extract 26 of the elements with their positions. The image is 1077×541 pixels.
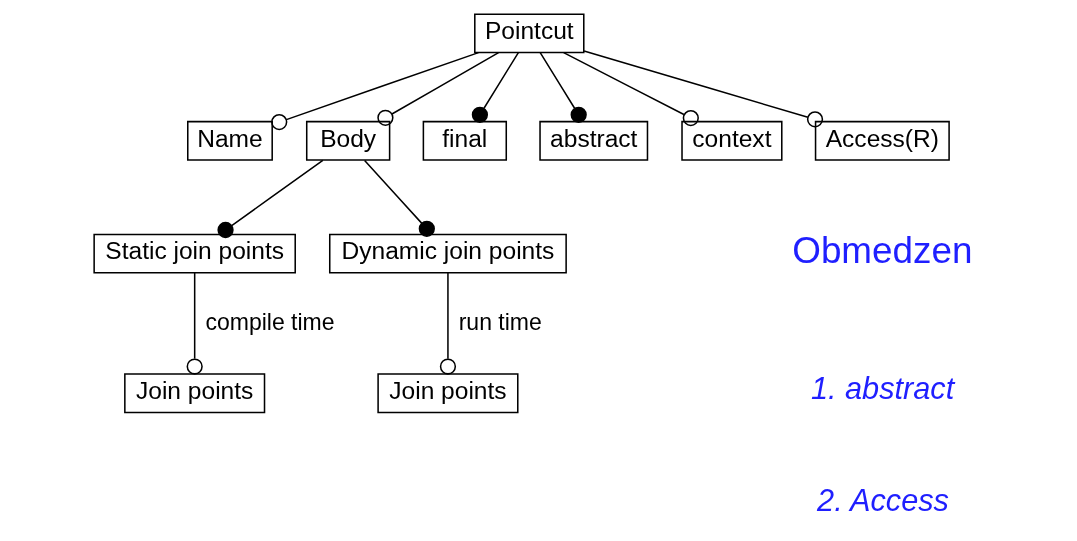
label: 2. Access bbox=[817, 483, 949, 519]
node-box: Name bbox=[187, 120, 273, 161]
connector bbox=[377, 51, 500, 126]
connector bbox=[439, 272, 457, 375]
edge-label: compile time bbox=[205, 309, 335, 336]
node-box: Access(R) bbox=[814, 120, 950, 161]
label: Obmedzen bbox=[792, 230, 973, 272]
node-box: Join points bbox=[124, 373, 266, 414]
connector bbox=[217, 159, 324, 239]
node-box: Dynamic join points bbox=[329, 233, 567, 274]
node-box: abstract bbox=[539, 120, 649, 161]
node-box: Body bbox=[305, 120, 391, 161]
connector bbox=[186, 272, 203, 375]
connector bbox=[562, 51, 699, 127]
connector bbox=[583, 50, 824, 128]
node-box: context bbox=[681, 120, 783, 161]
node-box: Join points bbox=[377, 373, 519, 414]
connector bbox=[363, 159, 435, 237]
connector bbox=[539, 51, 587, 123]
node-box: Static join points bbox=[93, 233, 296, 274]
node-box: final bbox=[422, 120, 508, 161]
connector bbox=[471, 51, 520, 123]
edge-label: run time bbox=[458, 309, 542, 336]
connector bbox=[271, 51, 480, 131]
label: 1. abstract bbox=[810, 371, 955, 407]
node-box: Pointcut bbox=[474, 13, 585, 54]
